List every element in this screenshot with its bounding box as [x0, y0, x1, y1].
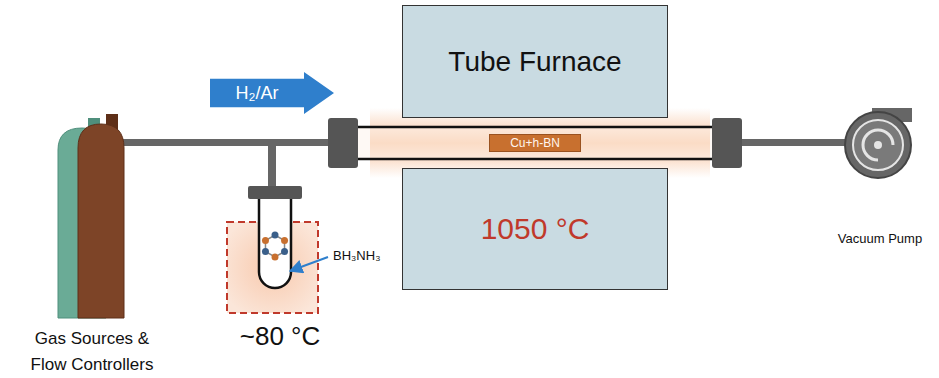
gas-source-label: Gas Sources & Flow Controllers	[18, 326, 166, 377]
borazane-molecule-icon	[262, 232, 288, 261]
precursor-flask	[259, 199, 291, 288]
branch-line	[268, 142, 276, 188]
precursor-label: BH₃NH₃	[333, 246, 403, 266]
node-text: Tube Furnace	[448, 46, 621, 78]
sample-box: Cu+h-BN	[489, 134, 581, 152]
temperature-label: ~80 °C	[222, 317, 338, 356]
gas-cylinders	[58, 114, 124, 318]
tube-flange	[712, 118, 742, 168]
furnace-lower-box: 1050 °C	[402, 168, 668, 290]
leader-arrow	[290, 257, 328, 271]
quartz-tube	[358, 127, 712, 159]
tube-flange	[328, 118, 358, 168]
node-text: 1050 °C	[481, 212, 590, 246]
gas-line	[110, 139, 332, 146]
vacuum-pump-symbol	[845, 108, 912, 178]
pump-line	[742, 139, 848, 146]
flask-cap	[248, 186, 302, 199]
furnace-upper-box: Tube Furnace	[402, 5, 668, 118]
gas-flow-arrow: H₂/Ar	[210, 72, 334, 114]
node-text: Cu+h-BN	[510, 136, 560, 150]
pump-label: Vacuum Pump	[828, 229, 932, 249]
node-text: H₂/Ar	[210, 83, 304, 104]
